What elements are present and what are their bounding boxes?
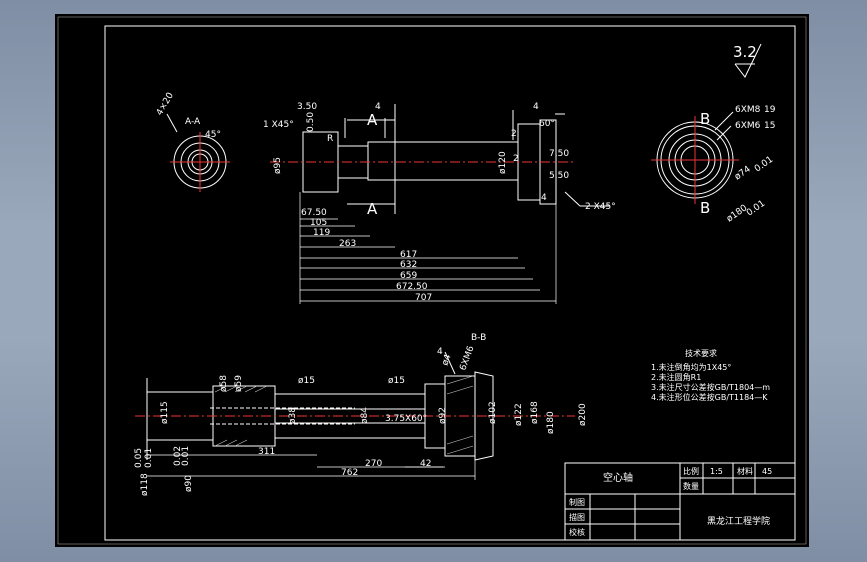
front-dim-4c: 4 <box>541 193 547 203</box>
length-672-50: 672.50 <box>396 282 428 292</box>
length-119: 119 <box>313 228 330 238</box>
bb-thread-3-75: 3.75X60° <box>385 414 427 424</box>
bb-tol-3: 0.02 <box>173 446 183 466</box>
right-tol-1: 0.01 <box>753 155 775 175</box>
bb-thread-6xm6: 6XM6 <box>458 344 476 372</box>
right-dia-74: ø74 <box>733 164 753 182</box>
bb-dia-122: ø122 <box>514 403 524 426</box>
tech-note-line-3: 3.未注尺寸公差按GB/T1804—m <box>651 382 770 392</box>
cut-label-b-bottom: B <box>700 199 710 217</box>
title-block <box>564 462 796 541</box>
bb-length-311: 311 <box>258 447 275 457</box>
tech-note-line-1: 1.未注倒角均为1X45° <box>651 362 731 372</box>
company-name: 黑龙江工程学院 <box>707 515 770 527</box>
front-view <box>270 104 610 214</box>
section-a-a-view <box>166 113 230 192</box>
roughness-symbol <box>734 43 762 78</box>
designer-label: 制图 <box>569 497 585 507</box>
outer-frame <box>104 25 796 541</box>
bb-hole-15b: ø15 <box>388 376 405 386</box>
bb-dia-168: ø168 <box>530 401 540 424</box>
bb-dia-118: ø118 <box>140 473 150 496</box>
front-radius: R <box>327 134 333 144</box>
bb-dia-84: ø84 <box>360 407 370 424</box>
thread-depth-15: 15 <box>764 121 775 131</box>
front-dim-4a: 4 <box>375 102 381 112</box>
checker-label: 校核 <box>569 527 585 537</box>
length-105: 105 <box>310 218 327 228</box>
bb-dia-90: ø90 <box>184 475 194 492</box>
bb-tol-2: 0.01 <box>144 448 154 468</box>
section-b-b-label: B-B <box>471 333 486 343</box>
scale-value: 1:5 <box>710 467 723 476</box>
front-dim-5-50: 5.50 <box>549 171 569 181</box>
front-dim-2: 2 <box>511 129 517 139</box>
front-dim-7-50: 7.50 <box>549 149 569 159</box>
bb-dia-115: ø115 <box>160 401 170 424</box>
scale-label: 比例 <box>683 466 699 476</box>
front-angle-60: 60° <box>539 119 555 129</box>
cut-plane-a-arrows <box>347 119 395 205</box>
qty-label: 数量 <box>683 481 699 491</box>
front-dim-2b: 2 <box>513 154 519 164</box>
tech-note-line-2: 2.未注圆角R1 <box>651 372 701 382</box>
thread-depth-19: 19 <box>764 105 776 115</box>
front-chamfer-left: 1 X45° <box>263 120 294 130</box>
length-659: 659 <box>400 271 417 281</box>
section-b-b-dimension-lines <box>147 454 476 480</box>
section-a-a-label: A-A <box>185 117 201 127</box>
length-707: 707 <box>415 293 432 303</box>
bb-dia-58: ø58 <box>219 375 229 392</box>
front-dia-120: ø120 <box>498 151 508 174</box>
bb-dia-38: ø38 <box>288 407 298 424</box>
length-617: 617 <box>400 250 417 260</box>
bb-dia-102: ø102 <box>488 401 498 424</box>
drawing-canvas: 3.2 A-A 4×20 45° <box>57 16 807 545</box>
bb-hole-15a: ø15 <box>298 376 315 386</box>
bb-dia-59: ø59 <box>234 375 244 392</box>
bb-length-270: 270 <box>365 459 382 469</box>
front-dia-95: ø95 <box>273 157 283 174</box>
drawer-label: 描图 <box>569 512 585 522</box>
bb-length-42: 42 <box>420 459 431 469</box>
left-view-angle: 45° <box>205 130 221 140</box>
front-chamfer-right: 2 X45° <box>585 202 616 212</box>
bb-angle-4: 4 <box>437 347 443 357</box>
thread-6xm6: 6XM6 <box>735 121 761 131</box>
thread-6xm8: 6XM8 <box>735 105 761 115</box>
bb-dia-180: ø180 <box>546 411 556 434</box>
right-tol-2: 0.01 <box>745 199 767 219</box>
sheet-border <box>57 16 807 545</box>
right-dia-180: ø180 <box>725 203 750 224</box>
bb-tol-1: 0.05 <box>134 448 144 468</box>
part-name: 空心轴 <box>603 471 633 484</box>
cut-label-a-bottom: A <box>367 200 378 218</box>
tech-note-title: 技术要求 <box>685 348 717 358</box>
cut-label-b-top: B <box>700 110 710 128</box>
length-67-50: 67.50 <box>301 208 327 218</box>
length-263: 263 <box>339 239 356 249</box>
roughness-value: 3.2 <box>733 43 757 61</box>
bb-dia-92: ø92 <box>438 407 448 424</box>
right-end-view <box>651 111 739 204</box>
front-view-dimension-lines <box>299 192 557 304</box>
bb-tol-4: 0.01 <box>181 446 191 466</box>
front-dim-4b: 4 <box>533 102 539 112</box>
cut-label-a-top: A <box>367 111 378 129</box>
bb-dia-200: ø200 <box>578 403 588 426</box>
section-b-b-view <box>135 351 575 461</box>
material-value: 45 <box>762 467 772 476</box>
bb-dia-4: ø4 <box>440 353 453 367</box>
length-632: 632 <box>400 260 417 270</box>
tech-note-line-4: 4.未注形位公差按GB/T1184—K <box>651 392 768 402</box>
section-b-b-hatch <box>214 375 474 455</box>
front-dim-0-50: 0.50 <box>306 112 316 132</box>
front-dim-3-50: 3.50 <box>297 102 317 112</box>
left-view-chamfer: 4×20 <box>155 91 176 118</box>
bb-length-762: 762 <box>341 468 358 478</box>
material-label: 材料 <box>737 466 753 476</box>
drawing-sheet: 3.2 A-A 4×20 45° <box>55 14 809 547</box>
